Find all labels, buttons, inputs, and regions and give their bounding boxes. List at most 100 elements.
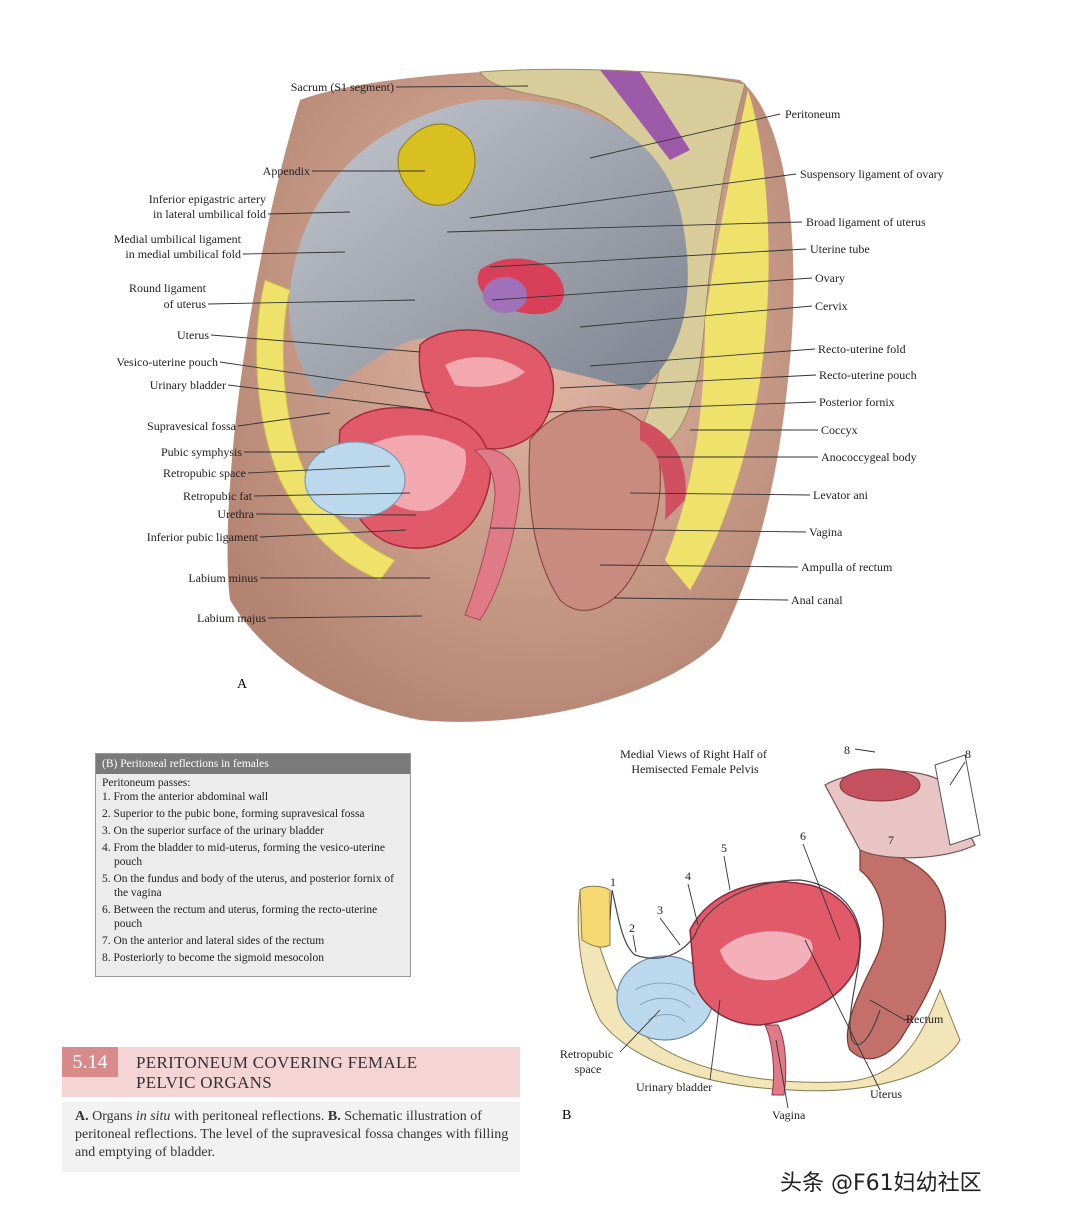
leaders-left	[207, 85, 529, 619]
label-sacrum: Sacrum (S1 segment)	[291, 80, 394, 94]
figure-number: 5.14	[62, 1047, 118, 1077]
label-pubic-symphysis: Pubic symphysis	[161, 445, 242, 459]
ovary-shape	[483, 277, 527, 313]
caption-part-a-pre: Organs	[88, 1109, 136, 1124]
list-item: 4. From the bladder to mid-uterus, formi…	[102, 842, 385, 868]
label-retropubic-fat: Retropubic fat	[183, 489, 253, 503]
list-item: 3. On the superior surface of the urinar…	[102, 825, 324, 837]
figure-title-line: PERITONEUM COVERING FEMALE	[136, 1053, 418, 1072]
uterine-cavity	[445, 356, 525, 387]
list-item: 5. On the fundus and body of the uterus,…	[102, 873, 394, 899]
number-label: 5	[721, 841, 727, 855]
label-vagina-b: Vagina	[772, 1108, 806, 1122]
figure-a: Sacrum (S1 segment) Appendix Inferior ep…	[114, 68, 944, 722]
figure-b-leaders	[609, 748, 966, 1109]
label-uterus-b: Uterus	[870, 1087, 902, 1101]
caption-title-bar	[62, 1047, 520, 1097]
posterior-fat	[665, 90, 769, 590]
label-bladder-b: Urinary bladder	[636, 1080, 712, 1094]
leaders-right	[446, 113, 818, 601]
label-inferior-pubic-ligament: Inferior pubic ligament	[147, 530, 259, 544]
caption-part-b-label: B.	[327, 1109, 341, 1124]
bladder-b-swirls	[634, 982, 696, 1023]
figure-b-labels: Rectum Retropubic space Urinary bladder …	[560, 1012, 944, 1122]
label-labium-minus: Labium minus	[188, 571, 258, 585]
label-vesico-uterine-pouch: Vesico-uterine pouch	[116, 355, 218, 369]
labels-left: Sacrum (S1 segment) Appendix Inferior ep…	[114, 80, 394, 625]
label-recto-uterine-fold: Recto-uterine fold	[818, 342, 906, 356]
label-ovary: Ovary	[815, 271, 845, 285]
label-rectum-b: Rectum	[906, 1012, 944, 1026]
levator-ani-shape	[640, 420, 686, 520]
peritoneal-reflections-box: (B) Peritoneal reflections in females Pe…	[95, 753, 411, 977]
pubic-symphysis-shape	[304, 441, 406, 519]
peritoneum-line-b	[611, 879, 881, 1046]
caption-text: A. Organs in situ with peritoneal reflec…	[75, 1108, 515, 1162]
label-retropubic-b: Retropubic space	[560, 1047, 616, 1076]
uterus-b-inner	[720, 931, 813, 981]
label-peritoneum: Peritoneum	[785, 107, 841, 121]
label-ampulla-of-rectum: Ampulla of rectum	[801, 560, 893, 574]
sigmoid-flap	[934, 754, 981, 846]
sacrum-bone	[479, 68, 746, 441]
box-list: 1. From the anterior abdominal wall 2. S…	[96, 790, 410, 965]
number-label: 6	[800, 829, 806, 843]
list-item: 8. Posteriorly to become the sigmoid mes…	[102, 952, 324, 964]
number-label: 1	[610, 875, 616, 889]
list-item: 2. Superior to the pubic bone, forming s…	[102, 808, 365, 820]
label-urinary-bladder: Urinary bladder	[150, 378, 226, 392]
label-retropubic-space: Retropubic space	[163, 466, 246, 480]
anterior-wall-b	[579, 885, 611, 948]
panel-label-b: B	[562, 1108, 571, 1123]
number-label: 8	[844, 743, 850, 757]
figure-title-line: PELVIC ORGANS	[136, 1073, 272, 1092]
number-label: 3	[657, 903, 663, 917]
sigmoid-opening	[839, 768, 921, 802]
caption-part-a-post: with peritoneal reflections.	[170, 1109, 328, 1124]
label-anal-canal: Anal canal	[791, 593, 843, 607]
label-uterus: Uterus	[177, 328, 209, 342]
list-item: 7. On the anterior and lateral sides of …	[102, 935, 325, 947]
label-posterior-fornix: Posterior fornix	[819, 395, 895, 409]
anterior-wall	[256, 279, 396, 581]
label-urethra: Urethra	[217, 507, 254, 521]
label-coccyx: Coccyx	[821, 423, 858, 437]
peritoneal-cavity	[289, 99, 688, 400]
vagina-shape	[464, 448, 521, 621]
label-labium-majus: Labium majus	[197, 611, 266, 625]
figure-b-numbers: 1 2 3 4 5 6 7 8 8	[610, 743, 971, 935]
figure-b: Medial Views of Right Half of Hemisected…	[560, 743, 981, 1123]
spinal-canal	[600, 70, 690, 160]
label-recto-uterine-pouch: Recto-uterine pouch	[819, 368, 917, 382]
figure-title: PERITONEUM COVERING FEMALE PELVIC ORGANS	[136, 1053, 506, 1093]
box-intro: Peritoneum passes:	[102, 777, 191, 789]
label-levator-ani: Levator ani	[813, 488, 869, 502]
label-uterine-tube: Uterine tube	[810, 242, 870, 256]
label-supravesical-fossa: Supravesical fossa	[147, 419, 237, 433]
label-broad-ligament: Broad ligament of uterus	[806, 215, 926, 229]
pelvic-base	[577, 889, 961, 1092]
list-item: 6. Between the rectum and uterus, formin…	[102, 904, 378, 930]
rectum-shape	[528, 406, 661, 611]
labels-right: Peritoneum Suspensory ligament of ovary …	[785, 107, 944, 607]
rectum-b	[846, 849, 947, 1060]
caption-part-b-text: Schematic illustration of peritoneal ref…	[75, 1109, 509, 1160]
appendix-shape	[397, 123, 476, 206]
box-header: (B) Peritoneal reflections in females	[96, 754, 410, 774]
caption-body-bg	[62, 1102, 520, 1172]
figure-b-title: Medial Views of Right Half of Hemisected…	[620, 747, 770, 776]
label-cervix: Cervix	[815, 299, 848, 313]
number-label: 8	[965, 747, 971, 761]
caption-part-a-label: A.	[75, 1109, 89, 1124]
list-item: 1. From the anterior abdominal wall	[102, 791, 269, 803]
label-appendix: Appendix	[263, 164, 310, 178]
caption-in-situ: in situ	[135, 1109, 171, 1124]
watermark-text: 头条 @F61妇幼社区	[780, 1171, 982, 1196]
label-vagina: Vagina	[809, 525, 843, 539]
label-anococcygeal-body: Anococcygeal body	[821, 450, 917, 464]
vagina-b	[764, 1024, 787, 1096]
number-label: 2	[629, 921, 635, 935]
